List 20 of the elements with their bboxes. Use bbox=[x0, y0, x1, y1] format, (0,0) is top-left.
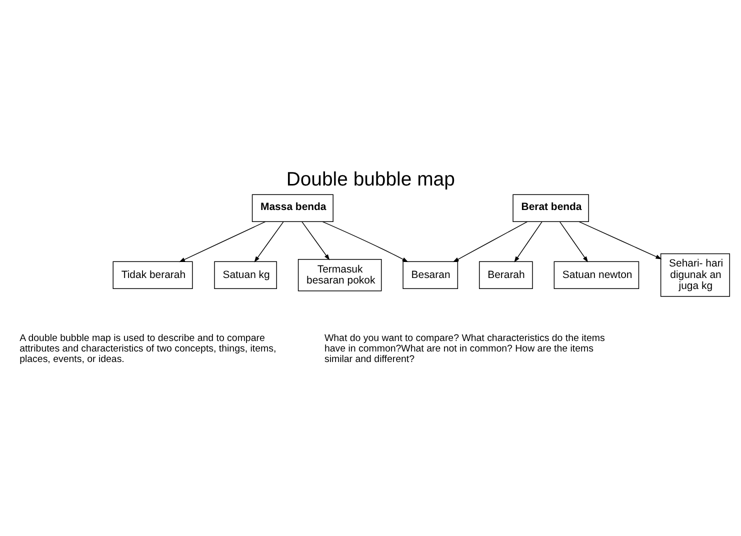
diagram-title: Double bubble map bbox=[286, 168, 455, 191]
arrow bbox=[322, 221, 408, 262]
arrow bbox=[452, 221, 528, 262]
arrow bbox=[559, 221, 588, 262]
node-box: Termasuk besaran pokok bbox=[298, 259, 382, 292]
arrow bbox=[254, 221, 284, 262]
label: What do you want to compare? What characteristics do the items have in common?What are not in common? How are the items similar and different? bbox=[324, 332, 605, 365]
label: A double bubble map is used to describe and to compare attributes and characteristics of two concepts, things, items, places, events, or ideas. bbox=[20, 332, 276, 365]
arrow bbox=[514, 221, 542, 262]
arrow bbox=[578, 221, 662, 260]
node-box: Berat benda bbox=[512, 194, 589, 222]
arrow bbox=[178, 221, 266, 262]
node-box: Satuan kg bbox=[214, 261, 277, 289]
node-box: Satuan newton bbox=[554, 261, 640, 289]
node-box: Besaran bbox=[402, 261, 458, 289]
node-box: Tidak berarah bbox=[112, 261, 193, 289]
arrow bbox=[302, 221, 330, 260]
node-box: Massa benda bbox=[252, 194, 334, 222]
node-box: Sehari- hari digunak an juga kg bbox=[660, 253, 730, 297]
node-box: Berarah bbox=[479, 261, 533, 289]
